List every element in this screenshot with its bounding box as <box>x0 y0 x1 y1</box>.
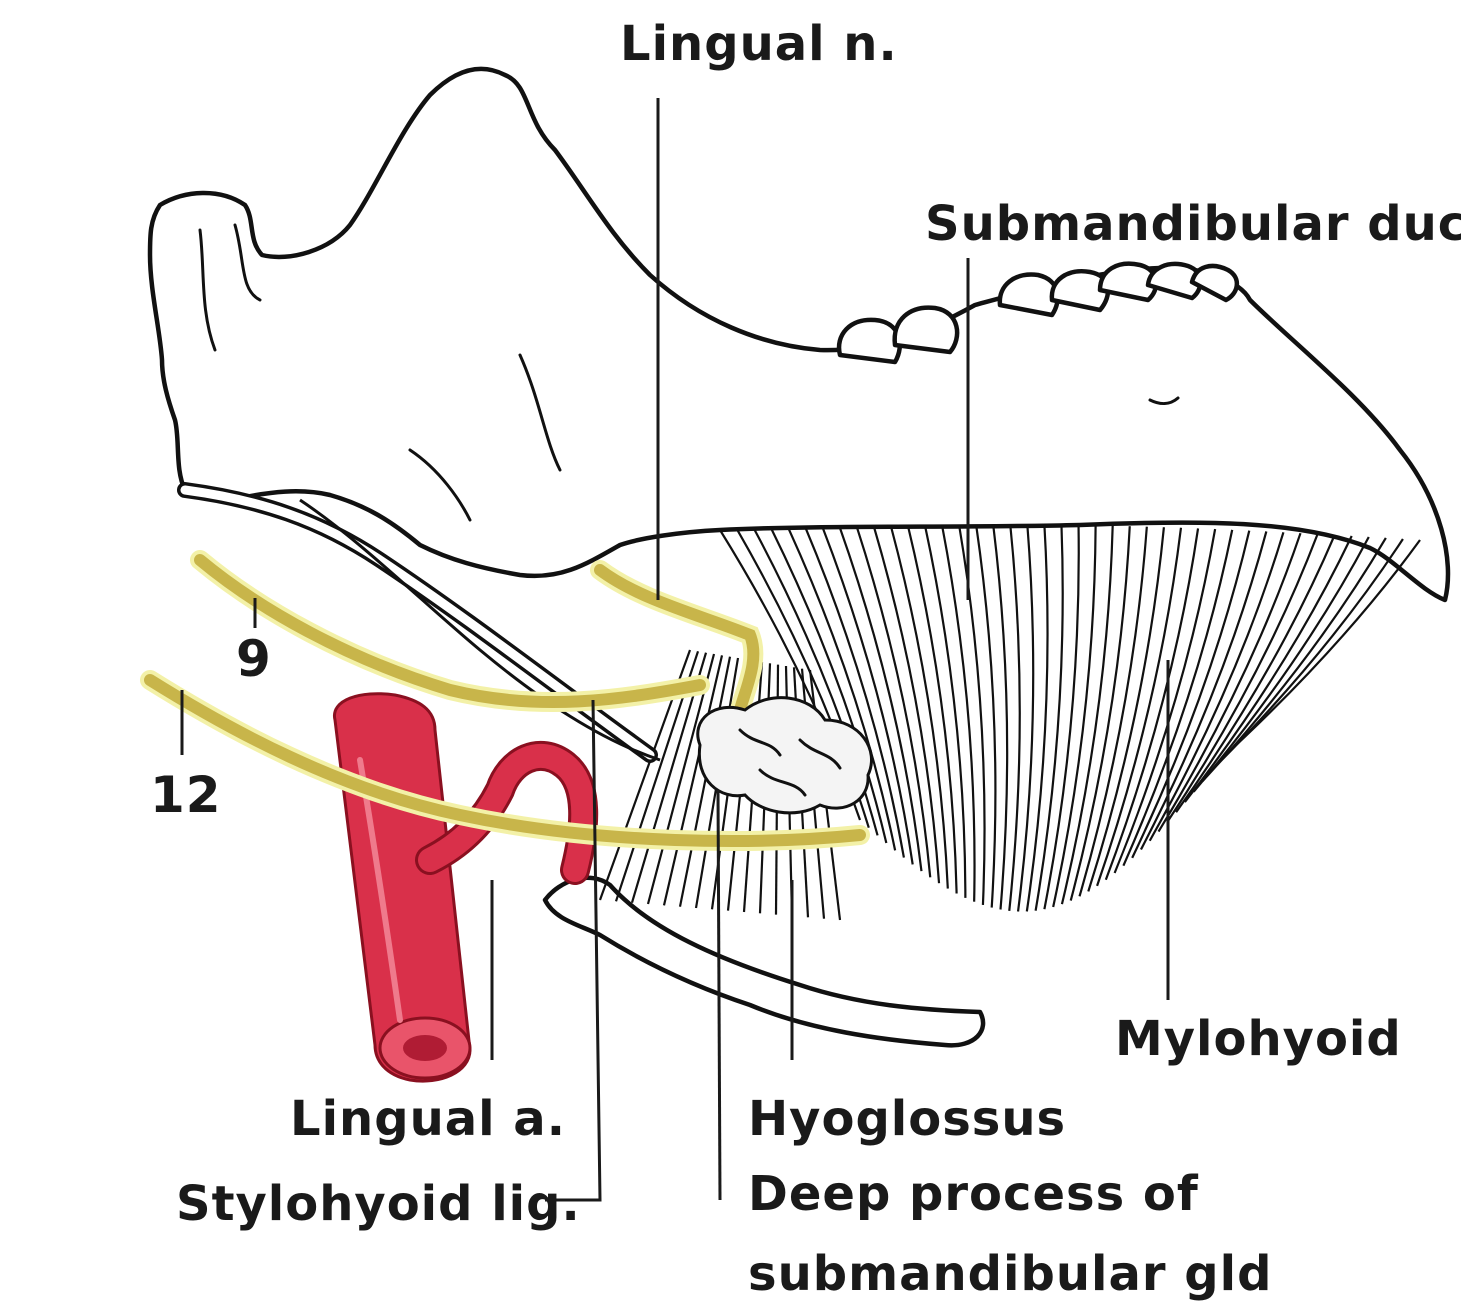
hyoid-bone <box>545 878 983 1046</box>
mylohyoid-fiber <box>1123 530 1232 866</box>
mylohyoid-fiber <box>1132 531 1249 858</box>
submandibular-gland-deep-process <box>698 698 872 813</box>
leader-deep-process <box>718 790 720 1200</box>
label-deep-process-line2: submandibular gld <box>748 1246 1272 1302</box>
label-nerve-12: 12 <box>150 766 222 824</box>
label-lingual-n: Lingual n. <box>620 16 898 72</box>
mylohyoid-fiber <box>908 525 957 893</box>
mylohyoid-fiber <box>1009 525 1019 911</box>
lingual-artery <box>334 694 583 1081</box>
mylohyoid-fiber <box>1036 525 1063 911</box>
mylohyoid-fiber <box>822 527 912 864</box>
label-stylohyoid-lig: Stylohyoid lig. <box>176 1176 581 1232</box>
mylohyoid-fiber <box>976 525 995 908</box>
label-mylohyoid: Mylohyoid <box>1115 1011 1402 1067</box>
label-deep-process-line1: Deep process of <box>748 1166 1199 1222</box>
label-nerve-9: 9 <box>236 630 272 688</box>
label-lingual-a: Lingual a. <box>290 1091 566 1147</box>
mandible <box>150 69 1448 600</box>
mylohyoid-fiber <box>942 525 975 902</box>
mylohyoid-fiber <box>1150 532 1284 840</box>
mylohyoid-fiber <box>1141 531 1266 849</box>
mylohyoid-fiber <box>959 525 985 905</box>
label-hyoglossus: Hyoglossus <box>748 1091 1066 1147</box>
mylohyoid-fiber <box>1062 526 1113 904</box>
label-submandibular-duct: Submandibular duct <box>925 196 1461 252</box>
